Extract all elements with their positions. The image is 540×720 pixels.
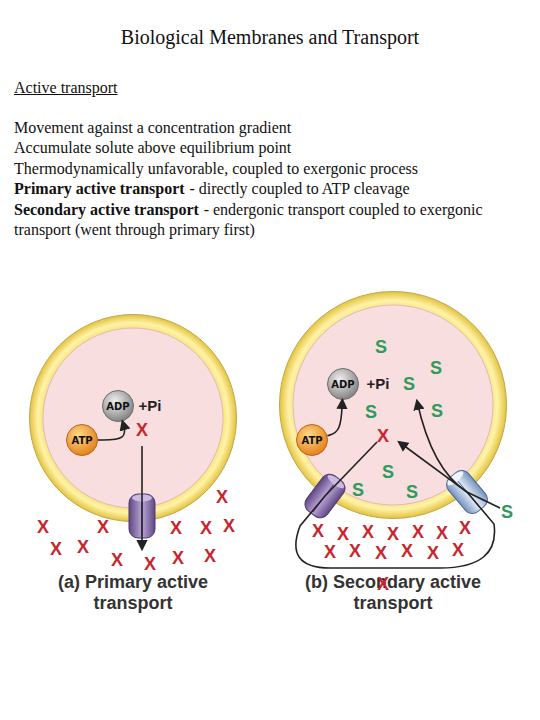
solute-x: X bbox=[401, 542, 413, 560]
text-line: Active transport bbox=[14, 78, 484, 99]
text-line: Movement against a concentration gradien… bbox=[14, 118, 484, 139]
solute-x: X bbox=[97, 518, 109, 536]
section-heading: Active transport bbox=[14, 79, 118, 96]
solute-x: X bbox=[170, 519, 182, 537]
solute-x: X bbox=[136, 421, 148, 439]
solute-x: X bbox=[436, 524, 448, 542]
solute-s: S bbox=[375, 338, 387, 356]
solute-x: X bbox=[362, 523, 374, 541]
cell: (a) Primary active transportADPATP bbox=[29, 314, 237, 522]
molecule-ball bbox=[67, 425, 98, 456]
cell-outline bbox=[29, 314, 237, 522]
solute-x: X bbox=[216, 488, 228, 506]
molecule-label: ATP bbox=[296, 424, 328, 456]
atp-molecule: ATP bbox=[296, 424, 328, 456]
text-line: Thermodynamically unfavorable, coupled t… bbox=[14, 159, 484, 180]
solute-x: X bbox=[324, 543, 336, 561]
solute-x: X bbox=[204, 547, 216, 565]
solute-x: X bbox=[77, 538, 89, 556]
solute-x: X bbox=[111, 551, 123, 569]
body-text: Movement against a concentration gradien… bbox=[14, 119, 291, 136]
solute-x: X bbox=[459, 519, 471, 537]
solute-x: X bbox=[375, 544, 387, 562]
solute-x: X bbox=[37, 518, 49, 536]
text-block: Active transportMovement against a conce… bbox=[14, 78, 484, 241]
solute-x: X bbox=[312, 522, 324, 540]
phosphate-label: +Pi bbox=[139, 397, 162, 415]
solute-x: X bbox=[223, 517, 235, 535]
solute-x: X bbox=[172, 549, 184, 567]
solute-x: X bbox=[387, 525, 399, 543]
body-text: Accumulate solute above equilibrium poin… bbox=[14, 139, 291, 156]
cytoplasm bbox=[43, 328, 223, 508]
molecule-label: ATP bbox=[66, 424, 98, 456]
solute-x: X bbox=[377, 427, 389, 445]
solute-s: S bbox=[352, 481, 364, 499]
solute-x: X bbox=[144, 555, 156, 573]
adp-molecule: ADP bbox=[102, 390, 134, 422]
phosphate-label: +Pi bbox=[367, 375, 390, 393]
solute-s: S bbox=[501, 503, 513, 521]
solute-x: X bbox=[452, 541, 464, 559]
molecule-label: ADP bbox=[102, 390, 134, 422]
page-title: Biological Membranes and Transport bbox=[0, 25, 540, 49]
term: Primary active transport bbox=[14, 180, 185, 197]
solute-x: X bbox=[200, 519, 212, 537]
solute-s: S bbox=[382, 463, 394, 481]
molecule-ball bbox=[328, 369, 359, 400]
molecule-ball bbox=[103, 391, 134, 422]
body-text: Thermodynamically unfavorable, coupled t… bbox=[14, 160, 418, 177]
panel-caption: (b) Secondary active transport bbox=[288, 572, 498, 614]
cytoplasm bbox=[293, 305, 493, 505]
solute-s: S bbox=[406, 483, 418, 501]
solute-x: X bbox=[427, 544, 439, 562]
solute-s: S bbox=[431, 402, 443, 420]
text-line: Accumulate solute above equilibrium poin… bbox=[14, 138, 484, 159]
atp-molecule: ATP bbox=[66, 424, 98, 456]
cell-outline bbox=[279, 291, 507, 519]
solute-s: S bbox=[403, 375, 415, 393]
cell: (b) Secondary active transportADPATP bbox=[279, 291, 507, 519]
panel-caption: (a) Primary active transport bbox=[38, 572, 228, 614]
adp-molecule: ADP bbox=[327, 368, 359, 400]
molecule-ball bbox=[297, 425, 328, 456]
solute-x: X bbox=[377, 575, 389, 593]
molecule-label: ADP bbox=[327, 368, 359, 400]
solute-x: X bbox=[412, 523, 424, 541]
text-line: Primary active transport- directly coupl… bbox=[14, 179, 484, 200]
text-line: Secondary active transport- endergonic t… bbox=[14, 200, 484, 241]
solute-x: X bbox=[50, 540, 62, 558]
membrane bbox=[280, 292, 507, 519]
solute-s: S bbox=[430, 359, 442, 377]
solute-x: X bbox=[349, 542, 361, 560]
term: Secondary active transport bbox=[14, 201, 199, 218]
membrane bbox=[30, 315, 237, 522]
solute-s: S bbox=[365, 403, 377, 421]
body-text: - directly coupled to ATP cleavage bbox=[189, 180, 409, 197]
solute-x: X bbox=[337, 525, 349, 543]
